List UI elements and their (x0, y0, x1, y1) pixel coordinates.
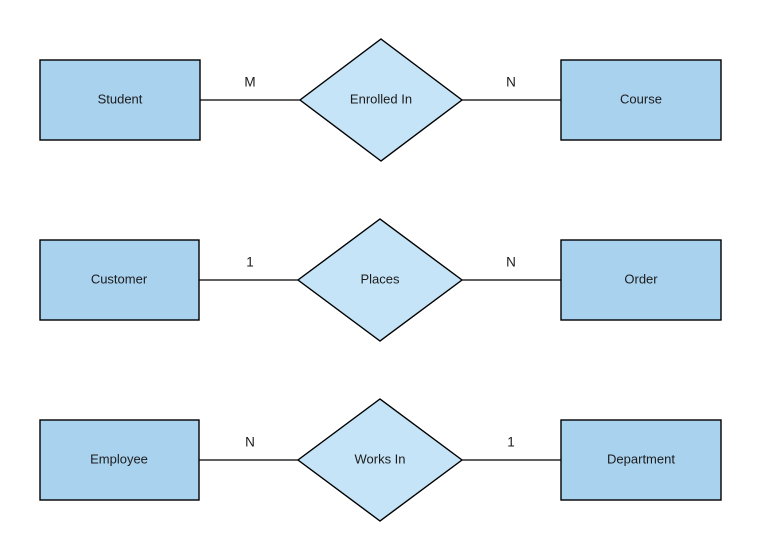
cardinality-label-right-3: 1 (507, 435, 515, 450)
relationship-row-customer-order: Customer Places Order 1 N (39, 218, 722, 342)
cardinality-label-right-1: N (506, 75, 516, 90)
relationship-diamond-places[interactable] (296, 218, 464, 342)
entity-box-department[interactable] (560, 419, 722, 501)
relationship-row-employee-department: Employee Works In Department N 1 (39, 398, 722, 522)
relationship-row-student-course: Student Enrolled In Course M N (39, 38, 722, 162)
entity-box-employee[interactable] (39, 419, 200, 501)
cardinality-label-left-3: N (245, 435, 255, 450)
relationship-diamond-works-in[interactable] (296, 398, 464, 522)
entity-box-student[interactable] (39, 59, 201, 141)
entity-box-course[interactable] (560, 59, 722, 141)
relationship-diamond-enrolled-in[interactable] (298, 38, 464, 162)
entity-box-order[interactable] (560, 239, 722, 321)
relationship-label-works-in: Works In (354, 451, 405, 466)
entity-label-customer: Customer (91, 271, 148, 286)
cardinality-label-right-2: N (506, 255, 516, 270)
entity-label-order: Order (624, 271, 658, 286)
cardinality-label-left-1: M (244, 75, 255, 90)
entity-label-employee: Employee (90, 451, 148, 466)
entity-label-department: Department (607, 451, 675, 466)
entity-box-customer[interactable] (39, 239, 200, 321)
entity-label-course: Course (620, 91, 662, 106)
cardinality-label-left-2: 1 (246, 255, 254, 270)
relationship-label-places: Places (360, 271, 400, 286)
entity-label-student: Student (98, 91, 143, 106)
relationship-label-enrolled-in: Enrolled In (350, 91, 412, 106)
